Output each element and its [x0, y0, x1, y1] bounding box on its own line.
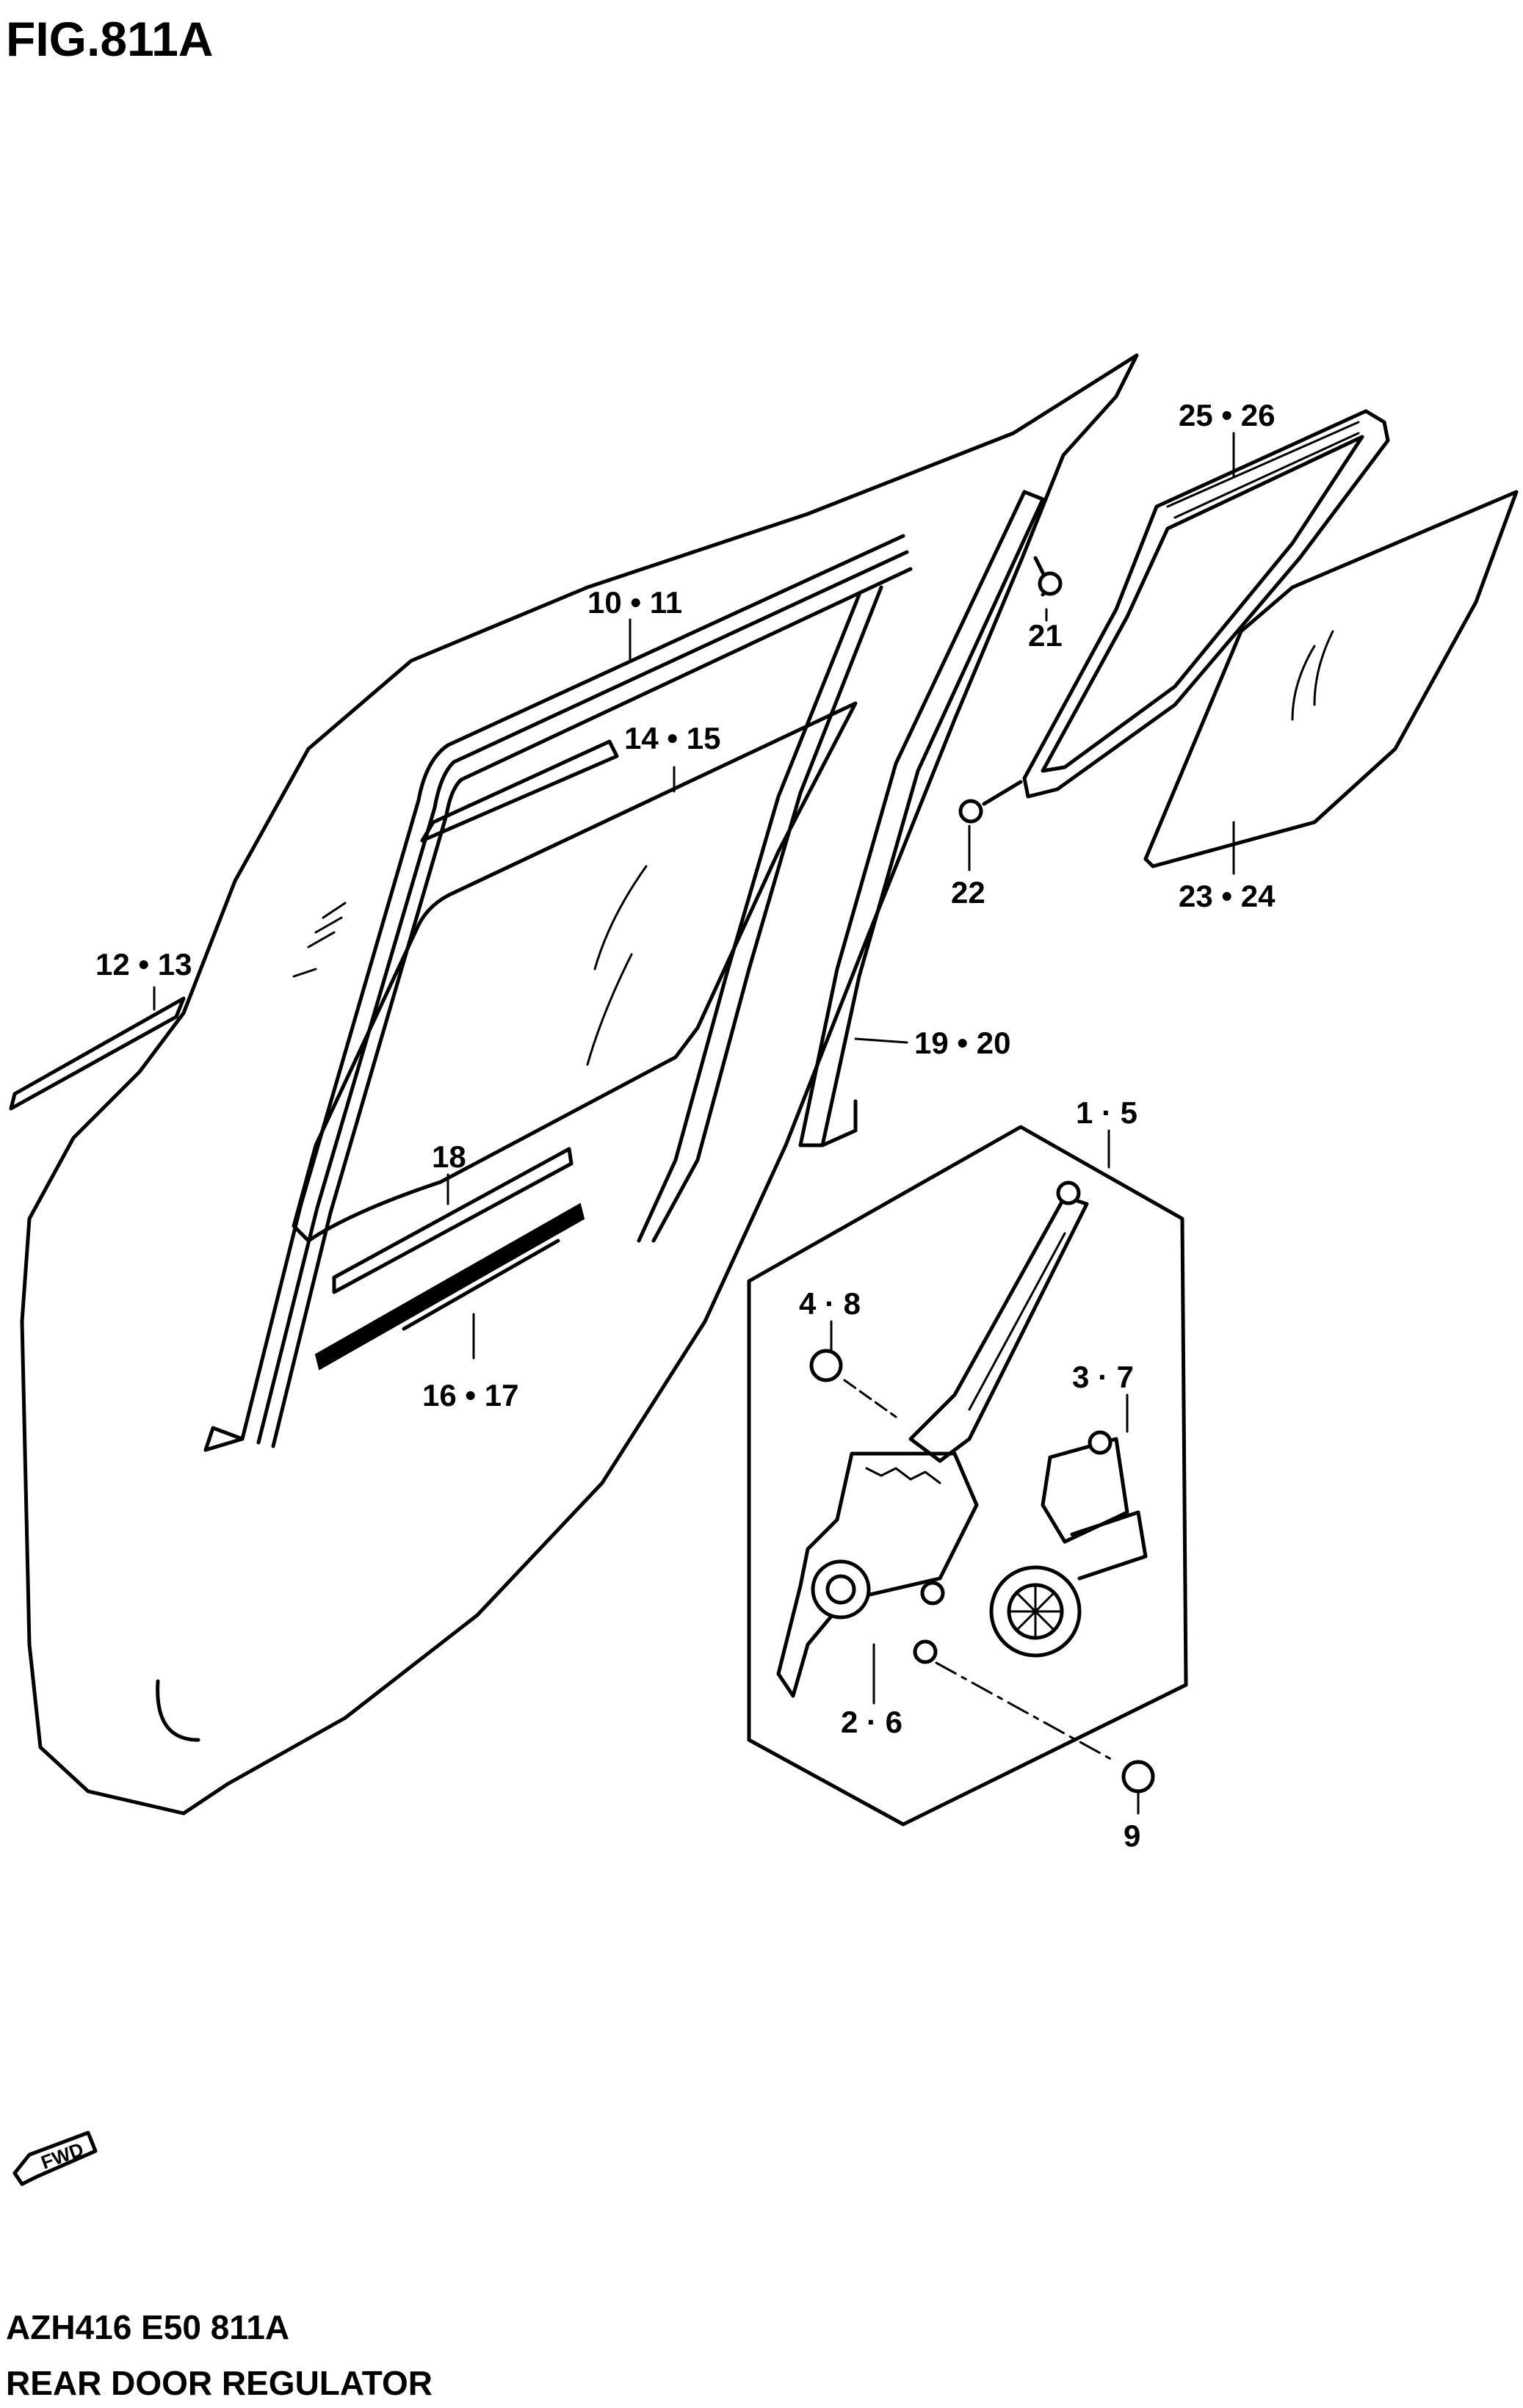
bolt-4-8	[809, 1349, 897, 1418]
front-glass	[292, 701, 858, 1243]
footer-name: REAR DOOR REGULATOR	[6, 2364, 433, 2402]
callout-4-8: 4 · 8	[799, 1286, 861, 1321]
bolt-9	[935, 1661, 1155, 1794]
callout-3-7: 3 · 7	[1072, 1360, 1134, 1394]
quarter-glass	[1143, 490, 1519, 868]
figure-title: FIG.811A	[6, 12, 213, 66]
callout-18: 18	[432, 1139, 466, 1174]
door-outline	[20, 353, 1139, 1816]
regulator-motor	[989, 1430, 1148, 1658]
outer-belt-moulding	[314, 1203, 585, 1371]
callout-14-15: 14 • 15	[624, 721, 720, 755]
callout-21: 21	[1028, 618, 1063, 653]
screw-22	[958, 780, 1023, 824]
screw-21	[1033, 556, 1063, 597]
glass-run-channel	[203, 534, 913, 1452]
rear-channel	[798, 490, 1045, 1147]
quarter-window-frame	[1022, 409, 1390, 799]
callout-2-6: 2 · 6	[841, 1705, 902, 1739]
regulator-box	[747, 1125, 1188, 1827]
callout-12-13: 12 • 13	[95, 947, 192, 982]
callout-16-17: 16 • 17	[422, 1378, 518, 1412]
outer-weatherstrip-left	[9, 996, 186, 1111]
fwd-label: FWD	[38, 2138, 87, 2173]
window-regulator	[776, 1181, 1089, 1698]
fwd-arrow-icon: FWD	[12, 2130, 98, 2186]
callout-22: 22	[951, 875, 985, 910]
leader-lines	[153, 432, 1235, 1815]
division-channel	[420, 739, 619, 843]
callout-19-20: 19 • 20	[914, 1026, 1010, 1060]
footer-code: AZH416 E50 811A	[6, 2308, 289, 2346]
callout-labels: 10 • 11 14 • 15 12 • 13 18 16 • 17 19 • …	[95, 398, 1276, 1853]
inner-belt-moulding	[332, 1147, 574, 1294]
callout-1-5: 1 · 5	[1076, 1095, 1137, 1130]
callout-25-26: 25 • 26	[1179, 398, 1275, 432]
callout-10-11: 10 • 11	[587, 585, 682, 620]
callout-9: 9	[1124, 1818, 1140, 1853]
callout-23-24: 23 • 24	[1179, 879, 1276, 913]
